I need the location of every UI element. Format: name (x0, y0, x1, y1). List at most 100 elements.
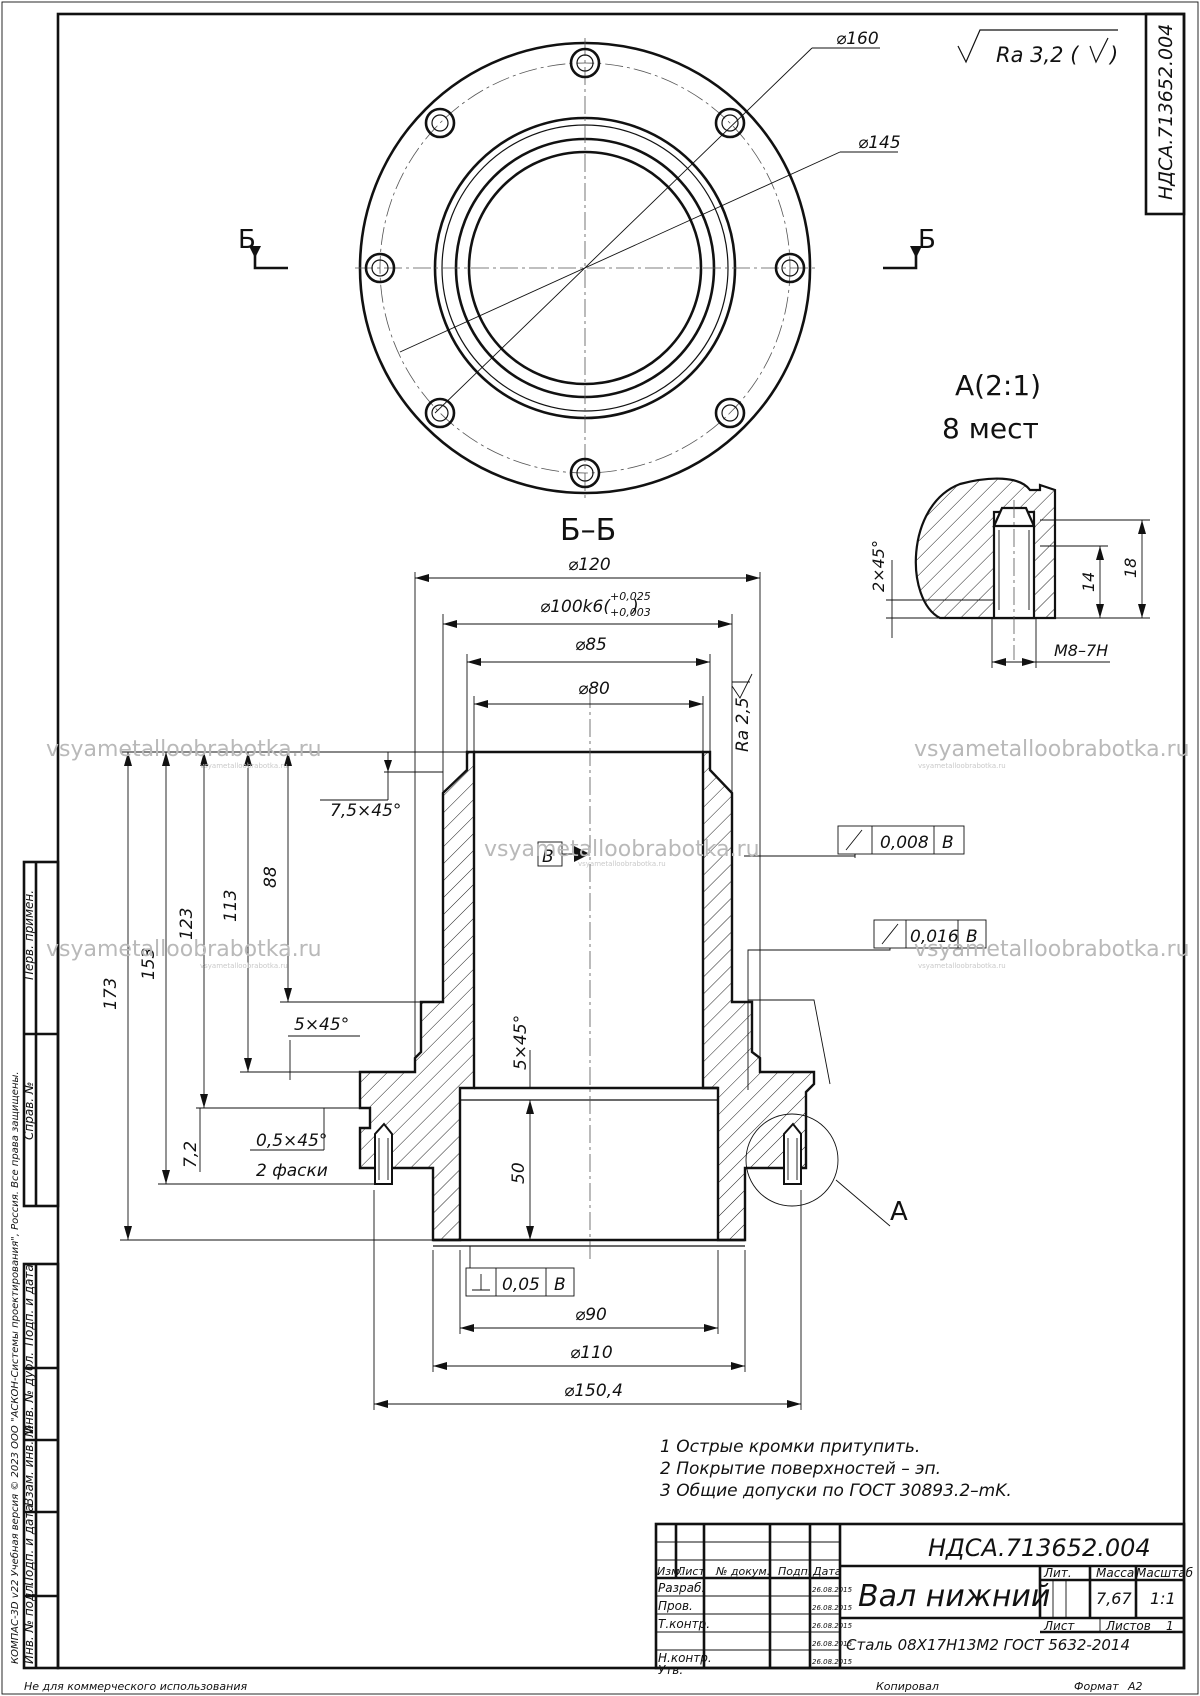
bolt-hole (424, 397, 456, 429)
watermark-5-small: vsyametalloobrabotka.ru (918, 962, 1006, 970)
datum-b-label: В (542, 847, 554, 867)
bolt-hole (714, 107, 746, 139)
footer-format-value: А2 (1127, 1680, 1143, 1693)
section-title: Б–Б (560, 513, 616, 548)
watermark-2-small: vsyametalloobrabotka.ru (918, 762, 1006, 770)
tb-row-razrab: Разраб. (658, 1581, 705, 1595)
side-perv: Перв. примен. (22, 890, 36, 980)
section-top-dims: ⌀120 ⌀100k6( +0,025 +0,003 ) ⌀85 ⌀80 Ra … (414, 555, 761, 1060)
watermark-5: vsyametalloobrabotka.ru (914, 937, 1190, 962)
dim-d80: ⌀80 (578, 679, 610, 699)
tol-runout-full: 0,016 В (747, 919, 987, 1090)
dim-h123: 123 (177, 908, 197, 940)
tb-date-4: 26.08.2015 (812, 1640, 853, 1648)
tb-scale-label: Масштаб (1136, 1566, 1194, 1580)
doc-code-vertical: НДСА.713652.004 (1155, 24, 1177, 200)
tb-sheets-label: Листов (1105, 1619, 1151, 1633)
section-marker-left: Б (238, 225, 256, 255)
watermarks: vsyametalloobrabotka.ru vsyametalloobrab… (46, 737, 1190, 970)
tol-runout-full-datum: В (966, 927, 978, 947)
tb-date-3: 26.08.2015 (812, 1622, 853, 1630)
roughness-bore: Ra 2,5 (733, 697, 753, 752)
dim-d85: ⌀85 (575, 635, 607, 655)
dim-h173: 173 (101, 978, 121, 1010)
bolt-hole (424, 107, 456, 139)
note-2: 2 Покрытие поверхностей – эп. (660, 1459, 941, 1479)
note-1: 1 Острые кромки притупить. (660, 1437, 920, 1457)
svg-text:): ) (630, 597, 639, 617)
tb-sheets-value: 1 (1166, 1619, 1174, 1633)
watermark-1: vsyametalloobrabotka.ru (46, 737, 322, 762)
tol-perp-datum: В (554, 1275, 566, 1295)
tb-date-1: 26.08.2015 (812, 1586, 853, 1594)
tb-material: Сталь 08Х17Н13М2 ГОСТ 5632-2014 (846, 1636, 1130, 1654)
watermark-3: vsyametalloobrabotka.ru (484, 837, 760, 862)
tb-mass-label: Масса (1096, 1566, 1134, 1580)
chamfer-0-5-note: 2 фаски (256, 1161, 328, 1181)
tb-date-2: 26.08.2015 (812, 1604, 853, 1612)
tb-sheet-label: Лист (1043, 1619, 1075, 1633)
general-roughness: Ra 3,2 ( ) (957, 29, 1118, 67)
tb-col-list: Лист (676, 1565, 705, 1578)
dim-h50: 50 (509, 1162, 529, 1184)
dim-d160: ⌀160 (836, 29, 879, 49)
svg-text:): ) (1108, 43, 1118, 67)
threaded-hole-left (374, 1122, 393, 1185)
side-sprav: Справ. № (22, 1082, 36, 1140)
dim-d90: ⌀90 (575, 1305, 607, 1325)
tb-part-name: Вал нижний (858, 1579, 1050, 1614)
chamfer-0-5: 0,5×45° (256, 1131, 327, 1151)
tb-col-doc: № докум. (715, 1565, 770, 1578)
doc-code-box: НДСА.713652.004 (1144, 12, 1186, 216)
flange-top-view: ⌀160 ⌀145 Б Б (238, 29, 936, 498)
tb-lit-label: Лит. (1043, 1566, 1072, 1580)
watermark-2: vsyametalloobrabotka.ru (914, 737, 1190, 762)
dim-d150: ⌀150,4 (564, 1381, 623, 1401)
dim-d120: ⌀120 (568, 555, 611, 575)
watermark-4-small: vsyametalloobrabotka.ru (200, 962, 288, 970)
side-vzam: Взам. инв. № (22, 1425, 36, 1506)
footer-format: Формат (1074, 1680, 1119, 1693)
threaded-hole-right (783, 1122, 802, 1185)
bolt-hole (774, 252, 806, 284)
tb-designation: НДСА.713652.004 (928, 1534, 1151, 1562)
footer-left: Не для коммерческого использования (24, 1680, 247, 1693)
dim-d100-tol-up: +0,025 (610, 590, 651, 603)
tb-row-prov: Пров. (658, 1599, 693, 1613)
title-block: Изм. Лист № докум. Подп. Дата Разраб. Пр… (654, 1522, 1194, 1677)
bolt-hole (714, 397, 746, 429)
roughness-general-label: Ra 3,2 ( (996, 43, 1079, 67)
watermark-3-small: vsyametalloobrabotka.ru (578, 860, 666, 868)
tol-runout-full-value: 0,016 (910, 927, 959, 947)
dim-h88: 88 (261, 866, 281, 888)
side-strip: Перв. примен. Справ. № Подп. и дата Инв.… (9, 860, 60, 1670)
section-left-dims: 173 153 123 113 88 7,2 7,5×45° 5×45° (101, 751, 590, 1241)
detail-a-view: 14 18 2×45° М8–7Н (869, 477, 1150, 668)
bolt-hole (364, 252, 396, 284)
dim-h153: 153 (139, 948, 159, 980)
note-3: 3 Общие допуски по ГОСТ 30893.2–mK. (660, 1481, 1012, 1501)
dim-d100: ⌀100k6( (540, 597, 611, 617)
detail-dim-chamfer: 2×45° (869, 540, 888, 592)
tol-runout-value: 0,008 (880, 833, 929, 853)
tb-date-5: 26.08.2015 (812, 1658, 853, 1666)
side-inv-dubl: Инв. № дубл. (22, 1352, 36, 1434)
tb-scale-value: 1:1 (1150, 1589, 1176, 1608)
drawing-frame (56, 12, 1186, 1670)
tb-col-podp: Подп. (778, 1565, 811, 1578)
watermark-1-small: vsyametalloobrabotka.ru (200, 762, 288, 770)
technical-notes: 1 Острые кромки притупить. 2 Покрытие по… (660, 1437, 1012, 1501)
tb-mass-value: 7,67 (1096, 1589, 1132, 1608)
detail-dim-thread: М8–7Н (1054, 641, 1108, 660)
bolt-hole (569, 457, 601, 489)
tol-runout: 0,008 В (744, 825, 965, 858)
detail-callout: А (890, 1197, 908, 1227)
detail-title: А(2:1) (955, 369, 1041, 402)
tb-col-date: Дата (812, 1565, 842, 1578)
chamfer-5-left: 5×45° (294, 1015, 349, 1035)
footer-copied: Копировал (876, 1680, 939, 1693)
side-inv-podl: Инв. № подл. (22, 1581, 36, 1664)
tb-row-utv: Утв. (658, 1663, 683, 1677)
side-podp1: Подп. и дата (22, 1264, 36, 1346)
